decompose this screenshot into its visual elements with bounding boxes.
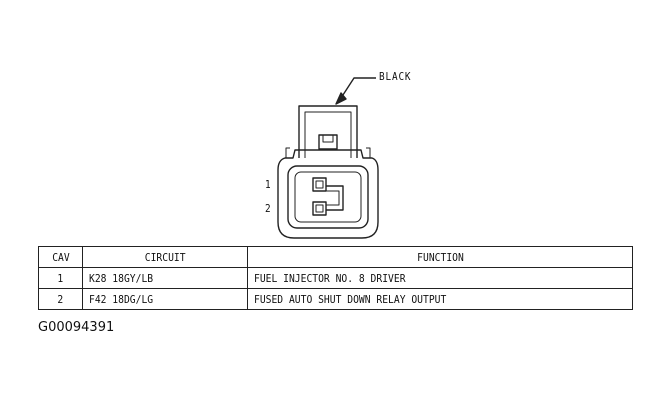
cell-function: FUSED AUTO SHUT DOWN RELAY OUTPUT: [247, 288, 633, 310]
cell-circuit: K28 18GY/LB: [82, 267, 248, 289]
figure-id: G00094391: [38, 320, 115, 335]
connector-latch: [298, 105, 358, 158]
connector-body: [277, 149, 379, 239]
cell-cav: 2: [38, 288, 83, 310]
connector-color-label: BLACK: [379, 70, 412, 83]
table-row: 1 K28 18GY/LB FUEL INJECTOR NO. 8 DRIVER: [38, 267, 633, 289]
cavity-label-2: 2: [265, 202, 271, 215]
cell-circuit: F42 18DG/LG: [82, 288, 248, 310]
header-cav: CAV: [38, 246, 83, 268]
cell-cav: 1: [38, 267, 83, 289]
cavity-1: [312, 177, 327, 192]
callout-arrowhead: [335, 92, 347, 105]
connector-face: [287, 165, 369, 229]
table-header-row: CAV CIRCUIT FUNCTION: [38, 246, 633, 268]
latch-slot: [318, 134, 338, 150]
cavity-label-1: 1: [265, 178, 271, 191]
cavity-2: [312, 201, 327, 216]
callout-leader-line: [340, 77, 376, 99]
header-circuit: CIRCUIT: [82, 246, 248, 268]
table-row: 2 F42 18DG/LG FUSED AUTO SHUT DOWN RELAY…: [38, 288, 633, 310]
header-function: FUNCTION: [247, 246, 633, 268]
cell-function: FUEL INJECTOR NO. 8 DRIVER: [247, 267, 633, 289]
terminal-strip: [326, 185, 344, 211]
pinout-table: CAV CIRCUIT FUNCTION 1 K28 18GY/LB FUEL …: [38, 246, 633, 310]
